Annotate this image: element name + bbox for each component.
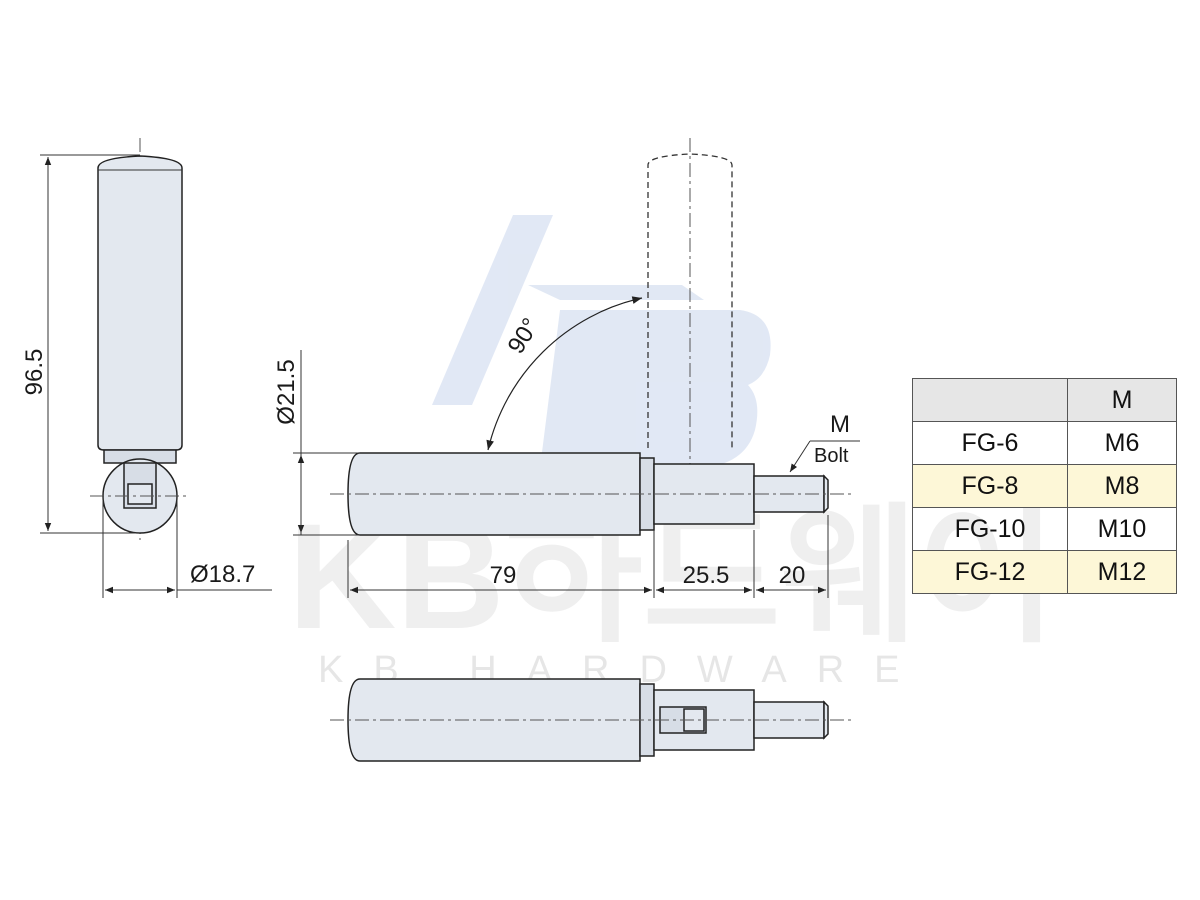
dim-body-length: 79 <box>490 562 517 589</box>
side-view: 96.5 Ø18.7 <box>21 138 272 598</box>
dim-roller-diameter: Ø18.7 <box>190 561 255 588</box>
dim-bolt-length: 20 <box>779 562 806 589</box>
table-header-bolt: M <box>1067 378 1177 422</box>
table-cell-bolt: M8 <box>1067 464 1177 508</box>
table-cell-bolt: M12 <box>1067 550 1177 594</box>
dim-height: 96.5 <box>21 349 48 396</box>
dim-angle: 90° <box>503 313 545 358</box>
front-view: 90° M Bolt Ø21.5 79 25.5 20 <box>273 138 860 598</box>
table-cell-model: FG-8 <box>912 464 1068 508</box>
table-cell-model: FG-12 <box>912 550 1068 594</box>
table-row: FG-10 M10 <box>912 507 1177 551</box>
table-cell-bolt: M6 <box>1067 421 1177 465</box>
table-cell-model: FG-6 <box>912 421 1068 465</box>
top-view <box>330 678 852 762</box>
table-row: FG-12 M12 <box>912 550 1177 594</box>
kb-logo-watermark <box>432 215 771 468</box>
table-cell-bolt: M10 <box>1067 507 1177 551</box>
table-row: FG-6 M6 <box>912 421 1177 465</box>
dim-body-diameter: Ø21.5 <box>273 359 300 424</box>
callout-text: Bolt <box>814 445 849 467</box>
dim-mid-length: 25.5 <box>683 562 730 589</box>
spec-table: M FG-6 M6 FG-8 M8 FG-10 M10 FG-12 M12 <box>912 378 1177 594</box>
table-row: FG-8 M8 <box>912 464 1177 508</box>
table-cell-model: FG-10 <box>912 507 1068 551</box>
callout-letter: M <box>830 411 850 438</box>
table-header-model <box>912 378 1068 422</box>
table-header-row: M <box>912 378 1177 422</box>
